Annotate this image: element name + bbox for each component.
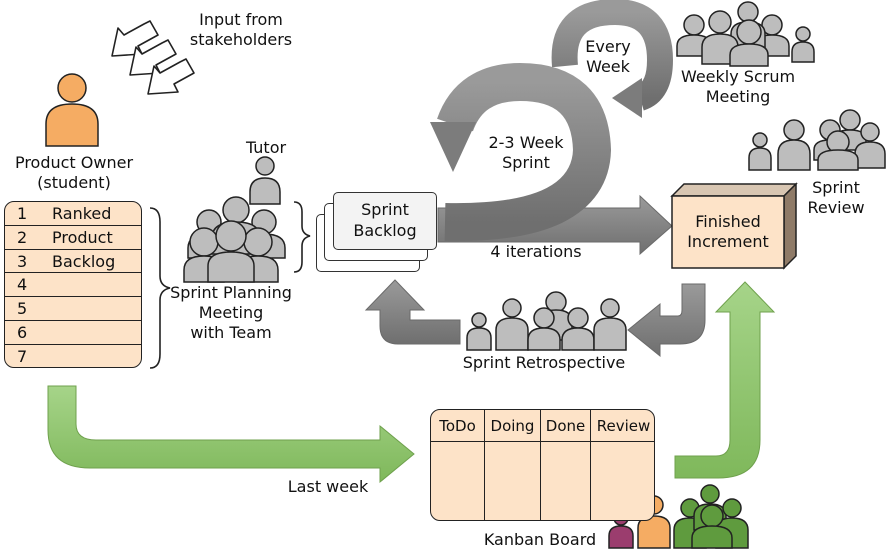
sprint-retrospective-label: Sprint Retrospective	[462, 353, 626, 372]
stakeholders-label-line2: stakeholders	[189, 30, 293, 49]
retrospective-people	[466, 291, 627, 351]
sprint-cycle-line2: Sprint	[502, 153, 550, 172]
backlog-row: 7	[5, 345, 141, 367]
sprint-planning-label: Sprint Planning Meeting with Team	[158, 283, 304, 343]
weekly-cycle-label: Every Week	[578, 37, 638, 77]
kanban-column-todo: ToDo	[431, 410, 485, 520]
planning-team-people	[183, 196, 286, 283]
weekly-scrum-label: Weekly Scrum Meeting	[668, 67, 808, 107]
backlog-row-number: 6	[17, 322, 28, 342]
sprint-planning-line2: Meeting	[198, 303, 264, 322]
input-arrow-3	[147, 58, 195, 95]
sprint-review-label: Sprint Review	[798, 178, 874, 218]
backlog-row-number: 7	[17, 346, 28, 366]
retrospective-arrow	[627, 283, 706, 358]
kanban-team-people	[608, 484, 749, 549]
sprint-cycle-arrowhead	[430, 122, 476, 172]
backlog-row-number: 4	[17, 275, 28, 295]
weekly-scrum-line2: Meeting	[705, 87, 771, 106]
sprint-backlog-line1: Sprint	[361, 200, 409, 219]
kanban-board-label: Kanban Board	[483, 530, 597, 549]
backlog-row-number: 1	[17, 204, 28, 223]
tutor-label: Tutor	[245, 138, 287, 157]
sprint-review-line2: Review	[807, 198, 865, 217]
finished-increment-label: Finished Increment	[672, 212, 784, 252]
last-week-label: Last week	[287, 477, 369, 496]
stakeholders-label: Input from stakeholders	[186, 10, 296, 50]
product-owner-label-line2: (student)	[37, 173, 111, 192]
finished-increment-line1: Finished	[695, 212, 761, 231]
last-week-arrow	[47, 385, 415, 484]
kanban-column-header: Review	[591, 410, 654, 442]
kanban-column-review: Review	[591, 410, 654, 520]
sprint-planning-line1: Sprint Planning	[170, 283, 292, 302]
backlog-row: 3 Backlog	[5, 250, 141, 274]
sprint-cycle-line1: 2-3 Week	[488, 133, 564, 152]
stakeholder-input-arrows	[111, 20, 195, 95]
backlog-row: 4	[5, 273, 141, 298]
stakeholders-label-line1: Input from	[199, 10, 283, 29]
kanban-column-header: Doing	[485, 410, 540, 442]
product-backlog: 1 Ranked 2 Product 3 Backlog 4 5 6 7	[4, 201, 142, 368]
finished-increment-line2: Increment	[687, 232, 769, 251]
kanban-to-increment-arrow	[674, 281, 776, 479]
backlog-row: 6	[5, 321, 141, 345]
weekly-scrum-people	[676, 1, 815, 67]
weekly-cycle-loop	[551, 0, 674, 111]
sprint-planning-line3: with Team	[190, 323, 272, 342]
backlog-row: 5	[5, 297, 141, 321]
kanban-board: ToDo Doing Done Review	[430, 409, 655, 521]
backlog-row-number: 2	[17, 227, 28, 247]
kanban-column-doing: Doing	[485, 410, 541, 520]
sprint-backlog-brace	[293, 201, 311, 273]
kanban-column-done: Done	[541, 410, 591, 520]
product-owner-person	[45, 73, 99, 147]
sprint-review-line1: Sprint	[812, 178, 860, 197]
weekly-cycle-line1: Every	[585, 37, 631, 56]
backlog-row-number: 5	[17, 299, 28, 319]
tutor-person	[249, 156, 281, 205]
sprint-cycle-loop	[437, 62, 612, 242]
retrospective-to-backlog-arrow	[364, 279, 461, 345]
backlog-row: 1 Ranked	[5, 202, 141, 226]
backlog-row-text: Backlog	[52, 251, 116, 271]
weekly-scrum-line1: Weekly Scrum	[680, 67, 796, 86]
backlog-brace	[149, 207, 171, 369]
backlog-row: 2 Product	[5, 226, 141, 250]
backlog-row-text: Product	[52, 227, 113, 247]
input-arrow-2	[129, 39, 177, 76]
input-arrow-1	[111, 20, 159, 57]
iterations-label: 4 iterations	[490, 242, 582, 261]
sprint-cycle-label: 2-3 Week Sprint	[476, 133, 576, 173]
backlog-row-text: Ranked	[52, 204, 112, 223]
weekly-cycle-line2: Week	[586, 57, 630, 76]
sprint-backlog-card: Sprint Backlog	[333, 192, 437, 250]
finished-increment-box	[670, 182, 798, 270]
weekly-cycle-arrowhead	[612, 78, 642, 118]
product-owner-label: Product Owner (student)	[4, 153, 144, 193]
product-owner-label-line1: Product Owner	[14, 153, 134, 172]
sprint-backlog-line2: Backlog	[353, 221, 417, 240]
sprint-review-people	[748, 109, 886, 171]
backlog-row-number: 3	[17, 251, 28, 271]
kanban-column-header: ToDo	[431, 410, 484, 442]
kanban-column-header: Done	[541, 410, 590, 442]
